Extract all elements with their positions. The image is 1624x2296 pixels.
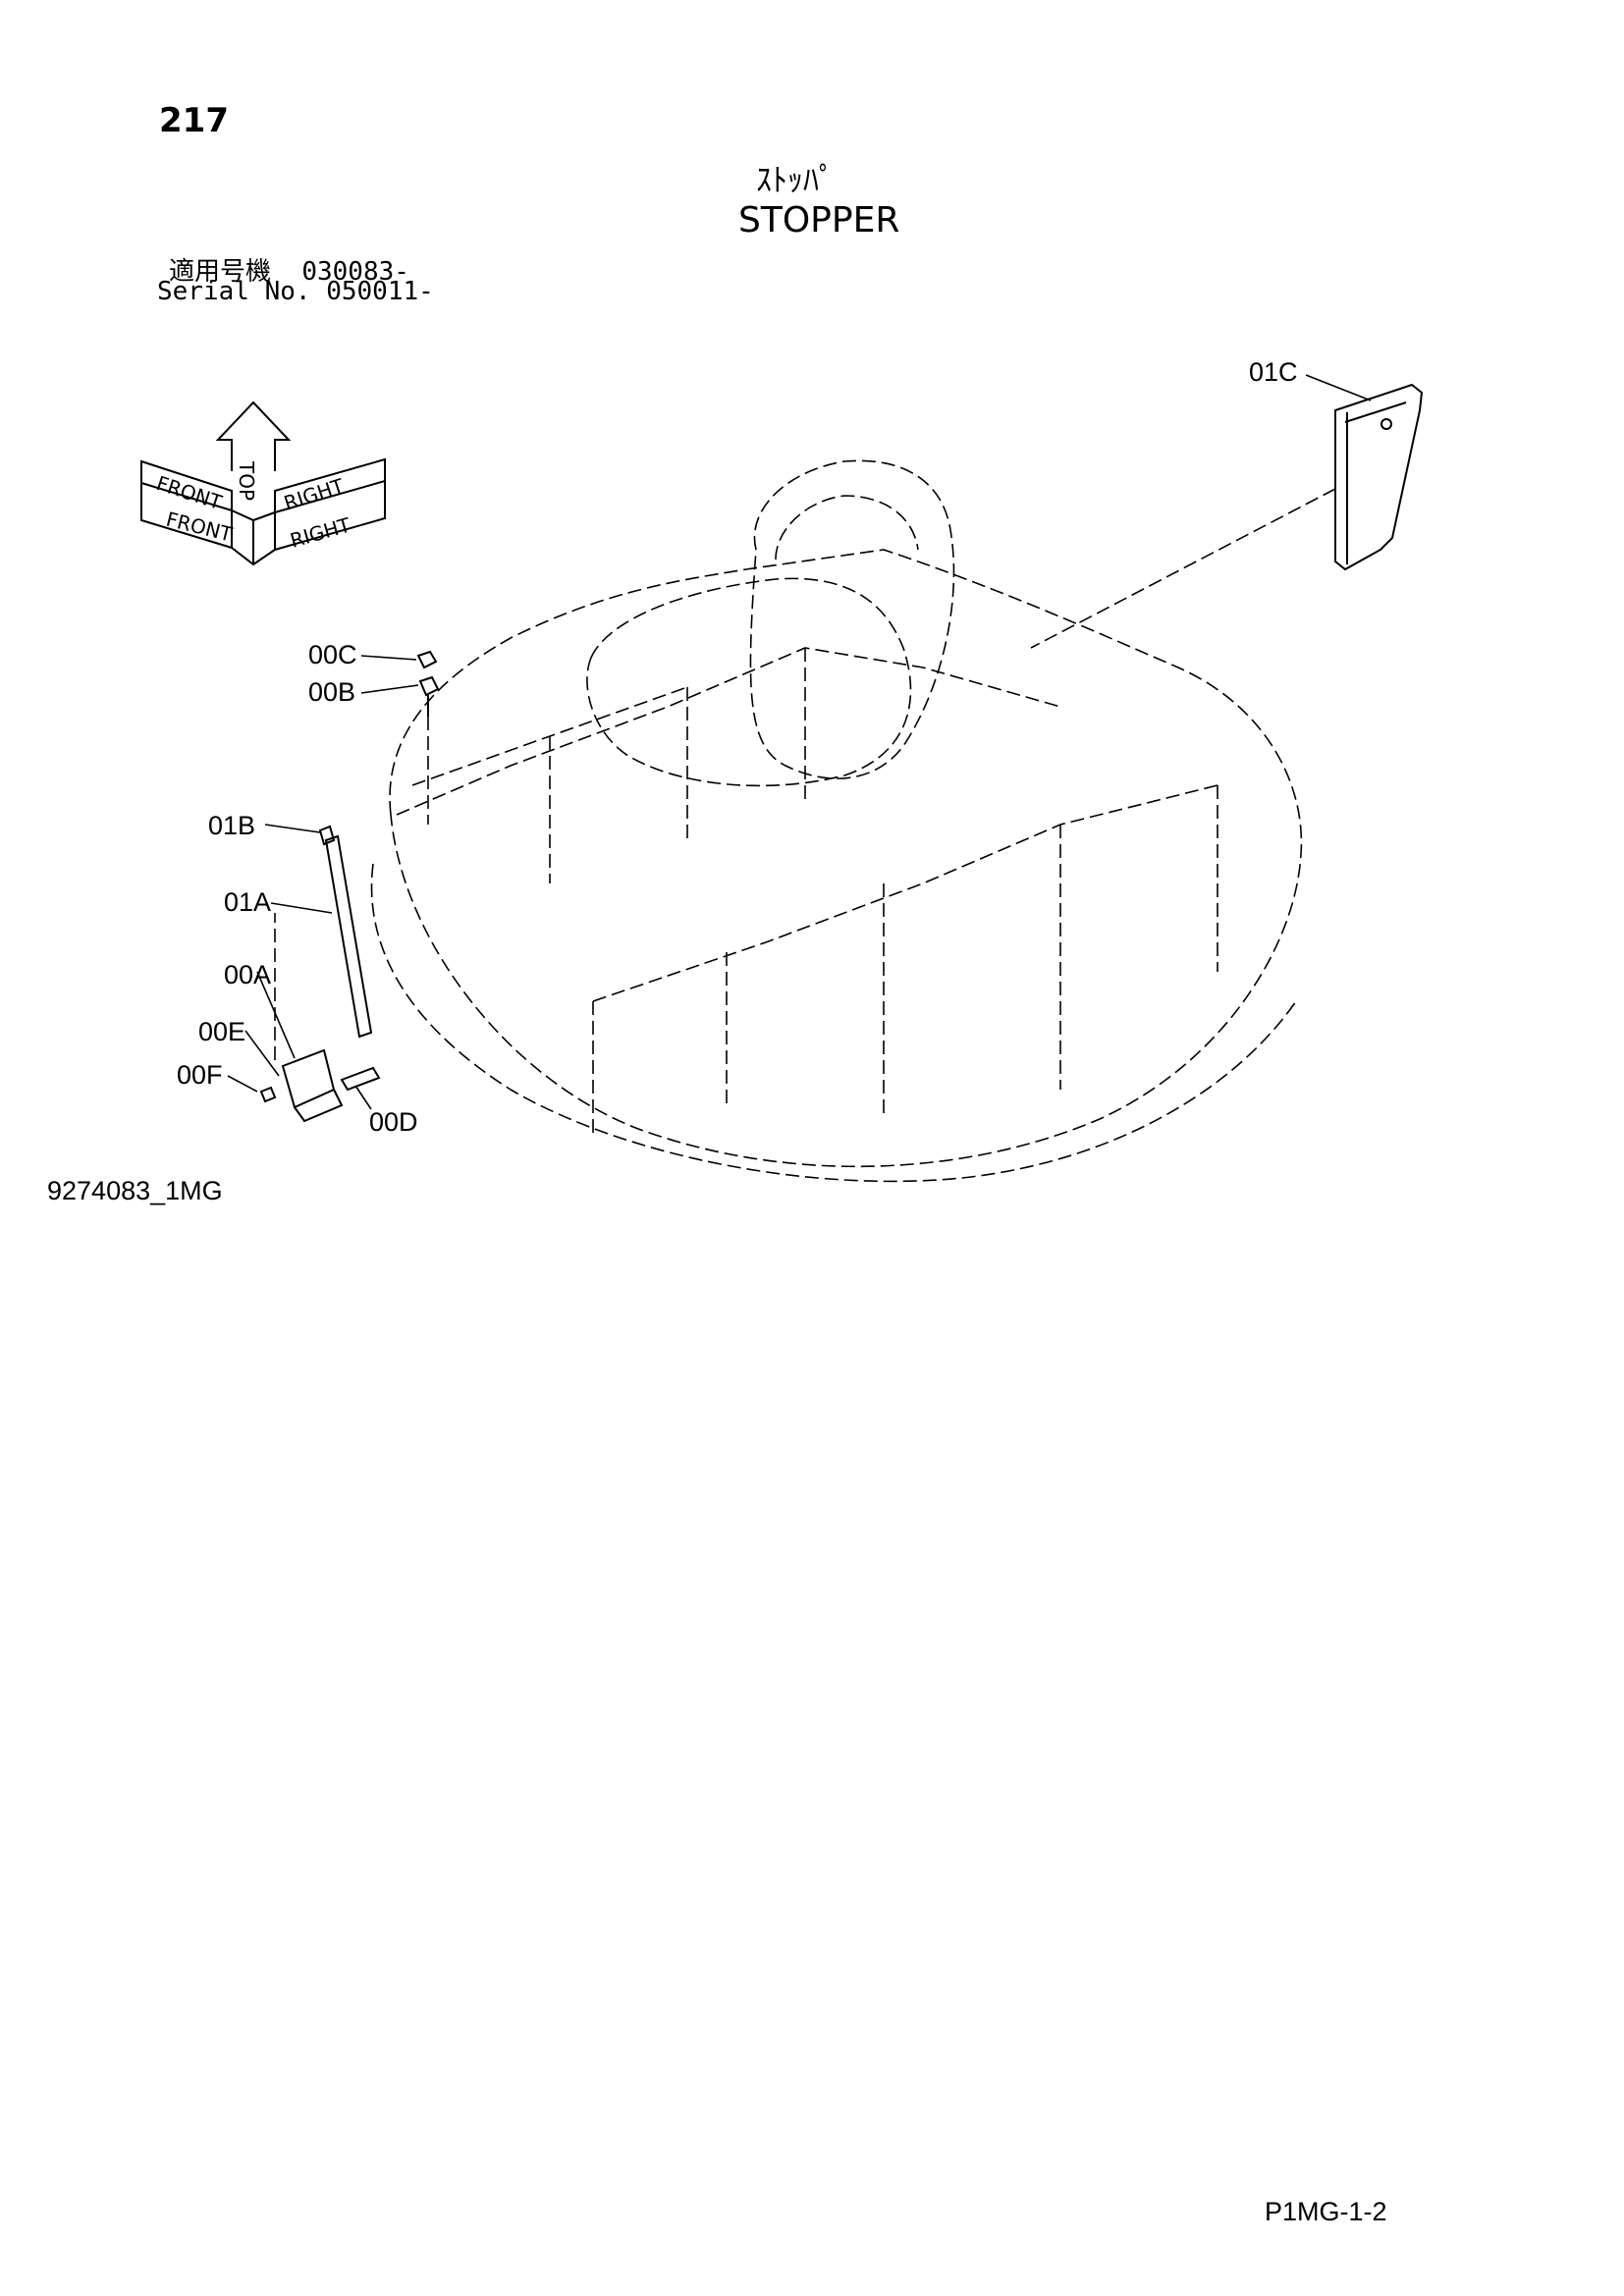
leader-lines: [227, 374, 1372, 1110]
callout-00B: 00B: [308, 677, 356, 707]
serial-value-jp: 030083-: [301, 257, 409, 287]
stopper-assembly: [259, 650, 440, 1123]
serial-label-jp: 適用号機: [169, 257, 272, 287]
serial-range-en: Serial No. 050011-: [157, 277, 434, 306]
callout-01B: 01B: [208, 811, 256, 840]
orientation-label-front-bottom: FRONT: [164, 507, 236, 547]
frame-reference: [370, 549, 1303, 1183]
serial-label-en: Serial No.: [157, 277, 311, 306]
sheet-reference: P1MG-1-2: [1265, 2197, 1387, 2226]
callout-00A: 00A: [224, 960, 272, 989]
part-01C: [1334, 383, 1424, 571]
page-number: 217: [159, 101, 229, 140]
title-katakana: ｽﾄｯﾊﾟ: [756, 161, 836, 198]
orientation-label-top: TOP: [235, 460, 258, 501]
callout-00E: 00E: [198, 1017, 246, 1046]
callout-01A: 01A: [224, 887, 272, 917]
seat: [586, 459, 955, 787]
orientation-label-right-bottom: RIGHT: [288, 512, 353, 553]
orientation-indicator: FRONT TOP RIGHT FRONT RIGHT: [140, 400, 386, 566]
drawing-id: 9274083_1MG: [47, 1176, 223, 1205]
page-title: STOPPER: [738, 200, 900, 240]
serial-value-en: 050011-: [326, 277, 434, 306]
callout-01C: 01C: [1249, 357, 1298, 387]
callout-00C: 00C: [308, 640, 357, 669]
serial-range-jp: 適用号機 030083-: [169, 251, 409, 288]
callout-00D: 00D: [369, 1107, 418, 1137]
callout-00F: 00F: [177, 1060, 223, 1090]
